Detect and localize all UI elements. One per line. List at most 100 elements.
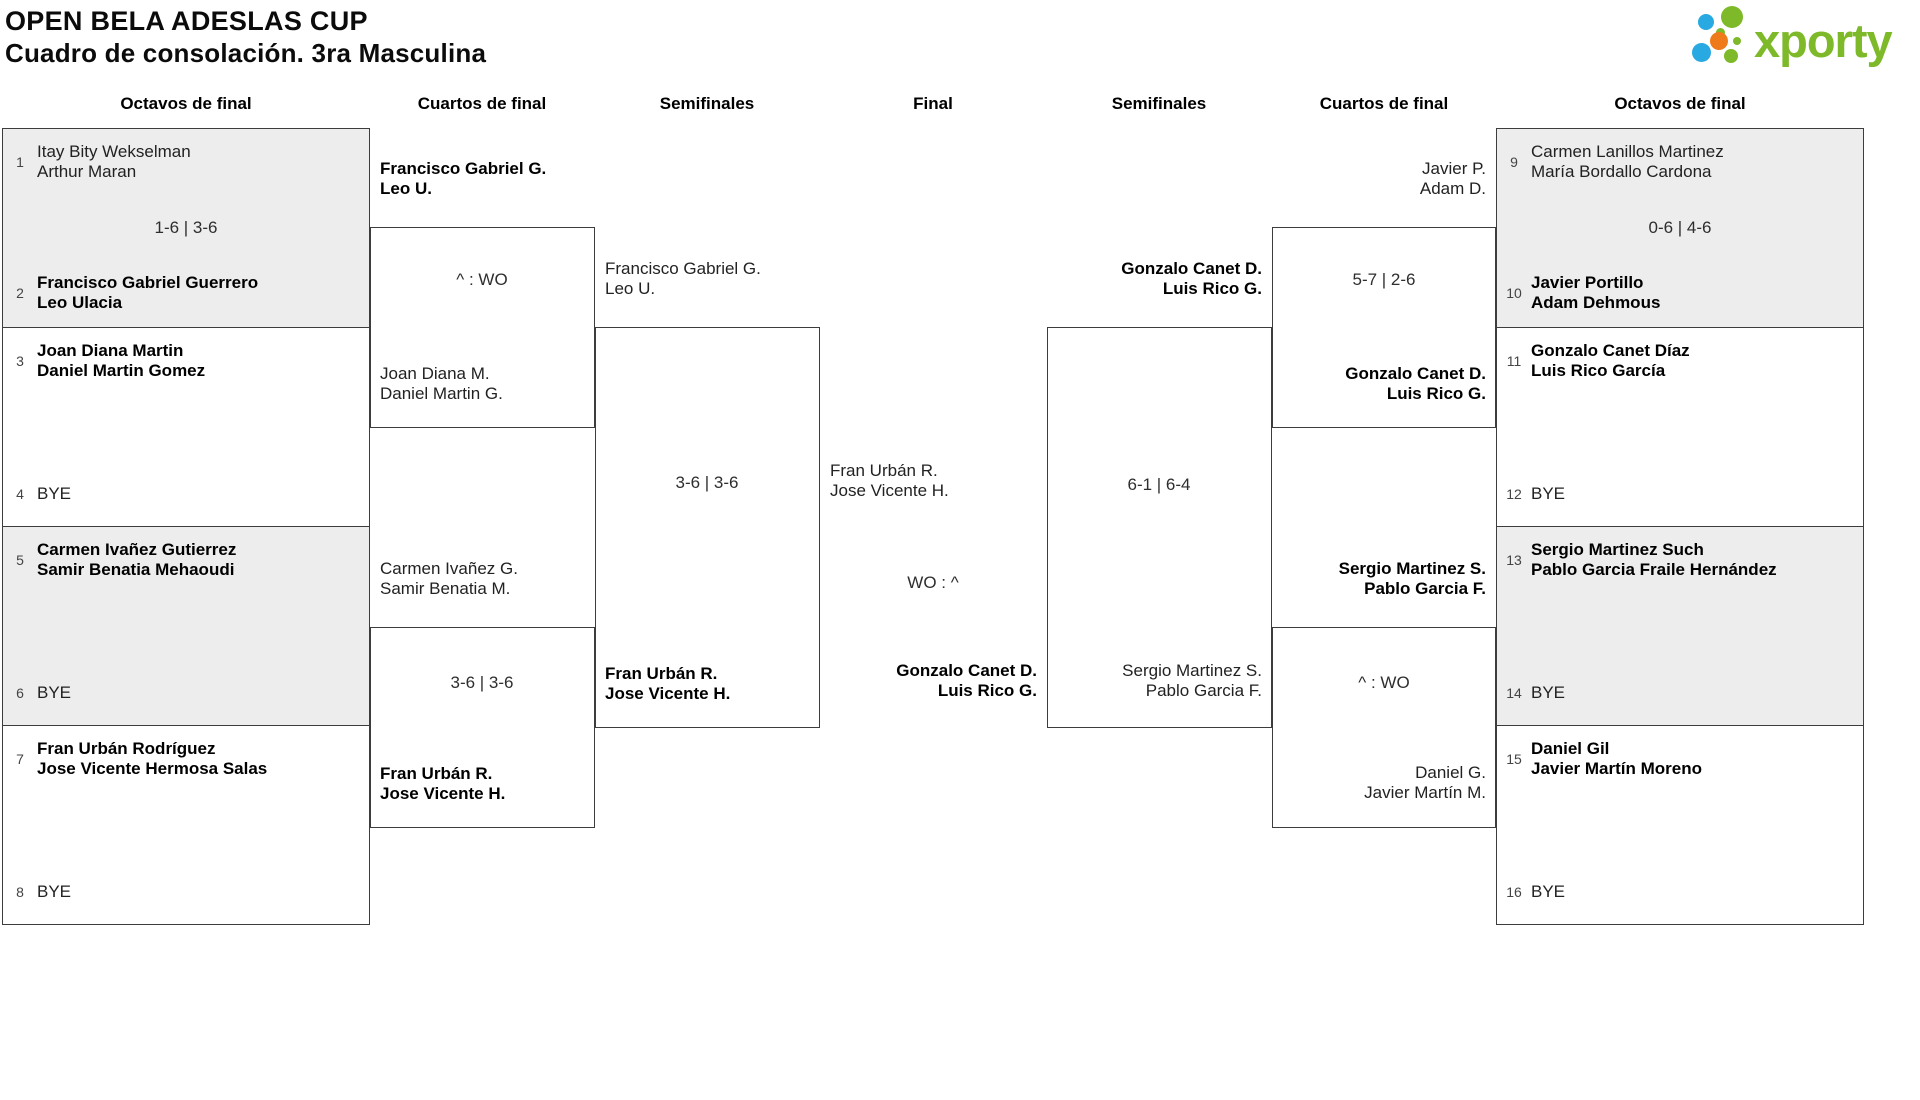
team-names: Gonzalo Canet D. Luis Rico G. — [1121, 259, 1262, 299]
player-name: Adam Dehmous — [1531, 293, 1661, 312]
player-name: Javier Martín M. — [1364, 783, 1486, 802]
team-names: Joan Diana M. Daniel Martin G. — [380, 364, 503, 404]
team-names: Gonzalo Canet Díaz Luis Rico García — [1531, 341, 1690, 381]
match-box-octavos-2: 3 Joan Diana Martin Daniel Martin Gomez … — [2, 327, 370, 527]
team-names: Carmen Lanillos Martinez María Bordallo … — [1531, 142, 1724, 182]
player-name: Jose Vicente H. — [380, 784, 506, 803]
player-name: Carmen Ivañez G. — [380, 559, 518, 578]
player-name: María Bordallo Cardona — [1531, 162, 1712, 181]
player-name: Francisco Gabriel G. — [605, 259, 761, 278]
seed-number: 11 — [1506, 353, 1522, 369]
seed-number: 1 — [16, 154, 24, 170]
match-score: WO : ^ — [907, 573, 959, 592]
seed-number: 14 — [1506, 685, 1522, 701]
match-box-cuartos-left-2 — [370, 627, 595, 828]
player-name: BYE — [1531, 484, 1566, 503]
player-name: Arthur Maran — [37, 162, 137, 181]
team-names: Joan Diana Martin Daniel Martin Gomez — [37, 341, 205, 381]
bracket-entry: 7 Fran Urbán Rodríguez Jose Vicente Herm… — [9, 739, 359, 779]
player-name: Javier Martín Moreno — [1531, 759, 1702, 778]
team-label: Gonzalo Canet D. Luis Rico G. — [896, 661, 1037, 701]
round-header-octavos-right: Octavos de final — [1614, 94, 1746, 113]
bracket-entry: 5 Carmen Ivañez Gutierrez Samir Benatia … — [9, 540, 359, 580]
round-header-octavos-left: Octavos de final — [120, 94, 252, 113]
team-names: Javier Portillo Adam Dehmous — [1531, 273, 1660, 313]
player-name: Gonzalo Canet D. — [1345, 364, 1486, 383]
bracket-entry: 9 Carmen Lanillos Martinez María Bordall… — [1503, 142, 1853, 182]
team-label: Sergio Martinez S. Pablo Garcia F. — [1122, 661, 1262, 701]
team-names: Carmen Ivañez G. Samir Benatia M. — [380, 559, 518, 599]
player-name: Daniel Martin G. — [380, 384, 503, 403]
bracket-entry: 13 Sergio Martinez Such Pablo Garcia Fra… — [1503, 540, 1853, 580]
seed-number: 13 — [1506, 552, 1522, 568]
bracket-entry: 6 BYE — [9, 683, 359, 703]
team-label: Fran Urbán R. Jose Vicente H. — [605, 664, 730, 704]
player-name: BYE — [1531, 882, 1566, 901]
player-name: Leo U. — [380, 179, 432, 198]
team-label: Daniel G. Javier Martín M. — [1364, 763, 1486, 803]
team-names: Itay Bity Wekselman Arthur Maran — [37, 142, 191, 182]
match-box-semis-left — [595, 327, 820, 728]
seed-number: 12 — [1506, 486, 1522, 502]
player-name: Sergio Martinez S. — [1338, 559, 1486, 578]
xporty-logo[interactable]: xporty — [1688, 4, 1916, 70]
logo-dot-blue-upper — [1698, 14, 1714, 30]
match-box-semis-right — [1047, 327, 1272, 728]
bracket-entry: 1 Itay Bity Wekselman Arthur Maran — [9, 142, 359, 182]
team-label: Joan Diana M. Daniel Martin G. — [380, 364, 503, 404]
seed-number: 5 — [16, 552, 24, 568]
team-label: Carmen Ivañez G. Samir Benatia M. — [380, 559, 518, 599]
team-label: Sergio Martinez S. Pablo Garcia F. — [1339, 559, 1486, 599]
bracket-entry: 2 Francisco Gabriel Guerrero Leo Ulacia — [9, 273, 359, 313]
seed-number: 3 — [16, 353, 24, 369]
match-score: 3-6 | 3-6 — [675, 473, 739, 492]
team-names: BYE — [1531, 683, 1565, 703]
tournament-subtitle: Cuadro de consolación. 3ra Masculina — [5, 38, 487, 68]
player-name: Luis Rico G. — [937, 681, 1037, 700]
tournament-title: OPEN BELA ADESLAS CUP — [5, 6, 368, 36]
team-names: Fran Urbán R. Jose Vicente H. — [380, 764, 505, 804]
seed-number: 6 — [16, 685, 24, 701]
bracket-entry: 3 Joan Diana Martin Daniel Martin Gomez — [9, 341, 359, 381]
team-names: Francisco Gabriel Guerrero Leo Ulacia — [37, 273, 258, 313]
player-name: Fran Urbán R. — [830, 461, 938, 480]
bracket-entry: 10 Javier Portillo Adam Dehmous — [1503, 273, 1853, 313]
logo-dot-green-tiny — [1733, 37, 1741, 45]
match-box-octavos-3: 5 Carmen Ivañez Gutierrez Samir Benatia … — [2, 526, 370, 726]
player-name: Gonzalo Canet D. — [1121, 259, 1262, 278]
team-names: BYE — [1531, 882, 1565, 902]
team-names: Gonzalo Canet D. Luis Rico G. — [896, 661, 1037, 701]
player-name: Gonzalo Canet Díaz — [1531, 341, 1690, 360]
team-names: Fran Urbán R. Jose Vicente H. — [830, 461, 949, 501]
seed-number: 4 — [16, 486, 24, 502]
bracket-entry: 14 BYE — [1503, 683, 1853, 703]
player-name: Javier P. — [1422, 159, 1486, 178]
match-score: ^ : WO — [456, 270, 508, 289]
player-name: Sergio Martinez Such — [1531, 540, 1704, 559]
team-names: Carmen Ivañez Gutierrez Samir Benatia Me… — [37, 540, 236, 580]
player-name: Leo U. — [605, 279, 656, 298]
player-name: Daniel Gil — [1531, 739, 1610, 758]
seed-number: 8 — [16, 884, 24, 900]
team-names: Francisco Gabriel G. Leo U. — [605, 259, 761, 299]
player-name: Luis Rico G. — [1162, 279, 1262, 298]
team-names: Gonzalo Canet D. Luis Rico G. — [1345, 364, 1486, 404]
bracket-entry: 16 BYE — [1503, 882, 1853, 902]
match-box-octavos-4: 7 Fran Urbán Rodríguez Jose Vicente Herm… — [2, 725, 370, 925]
logo-dot-blue-lower — [1692, 43, 1711, 62]
team-names: Sergio Martinez S. Pablo Garcia F. — [1122, 661, 1262, 701]
player-name: Francisco Gabriel G. — [380, 159, 547, 178]
team-label: Gonzalo Canet D. Luis Rico G. — [1345, 364, 1486, 404]
match-box-octavos-7: 13 Sergio Martinez Such Pablo Garcia Fra… — [1496, 526, 1864, 726]
player-name: Fran Urbán R. — [380, 764, 493, 783]
player-name: Pablo Garcia Fraile Hernández — [1531, 560, 1777, 579]
team-names: Fran Urbán Rodríguez Jose Vicente Hermos… — [37, 739, 267, 779]
team-label: Gonzalo Canet D. Luis Rico G. — [1121, 259, 1262, 299]
match-box-octavos-1: 1 Itay Bity Wekselman Arthur Maran 1-6 |… — [2, 128, 370, 328]
team-names: Daniel Gil Javier Martín Moreno — [1531, 739, 1702, 779]
player-name: Samir Benatia M. — [380, 579, 511, 598]
team-names: BYE — [37, 484, 71, 504]
player-name: Pablo Garcia F. — [1145, 681, 1262, 700]
team-names: Daniel G. Javier Martín M. — [1364, 763, 1486, 803]
round-header-semis-right: Semifinales — [1111, 94, 1207, 113]
